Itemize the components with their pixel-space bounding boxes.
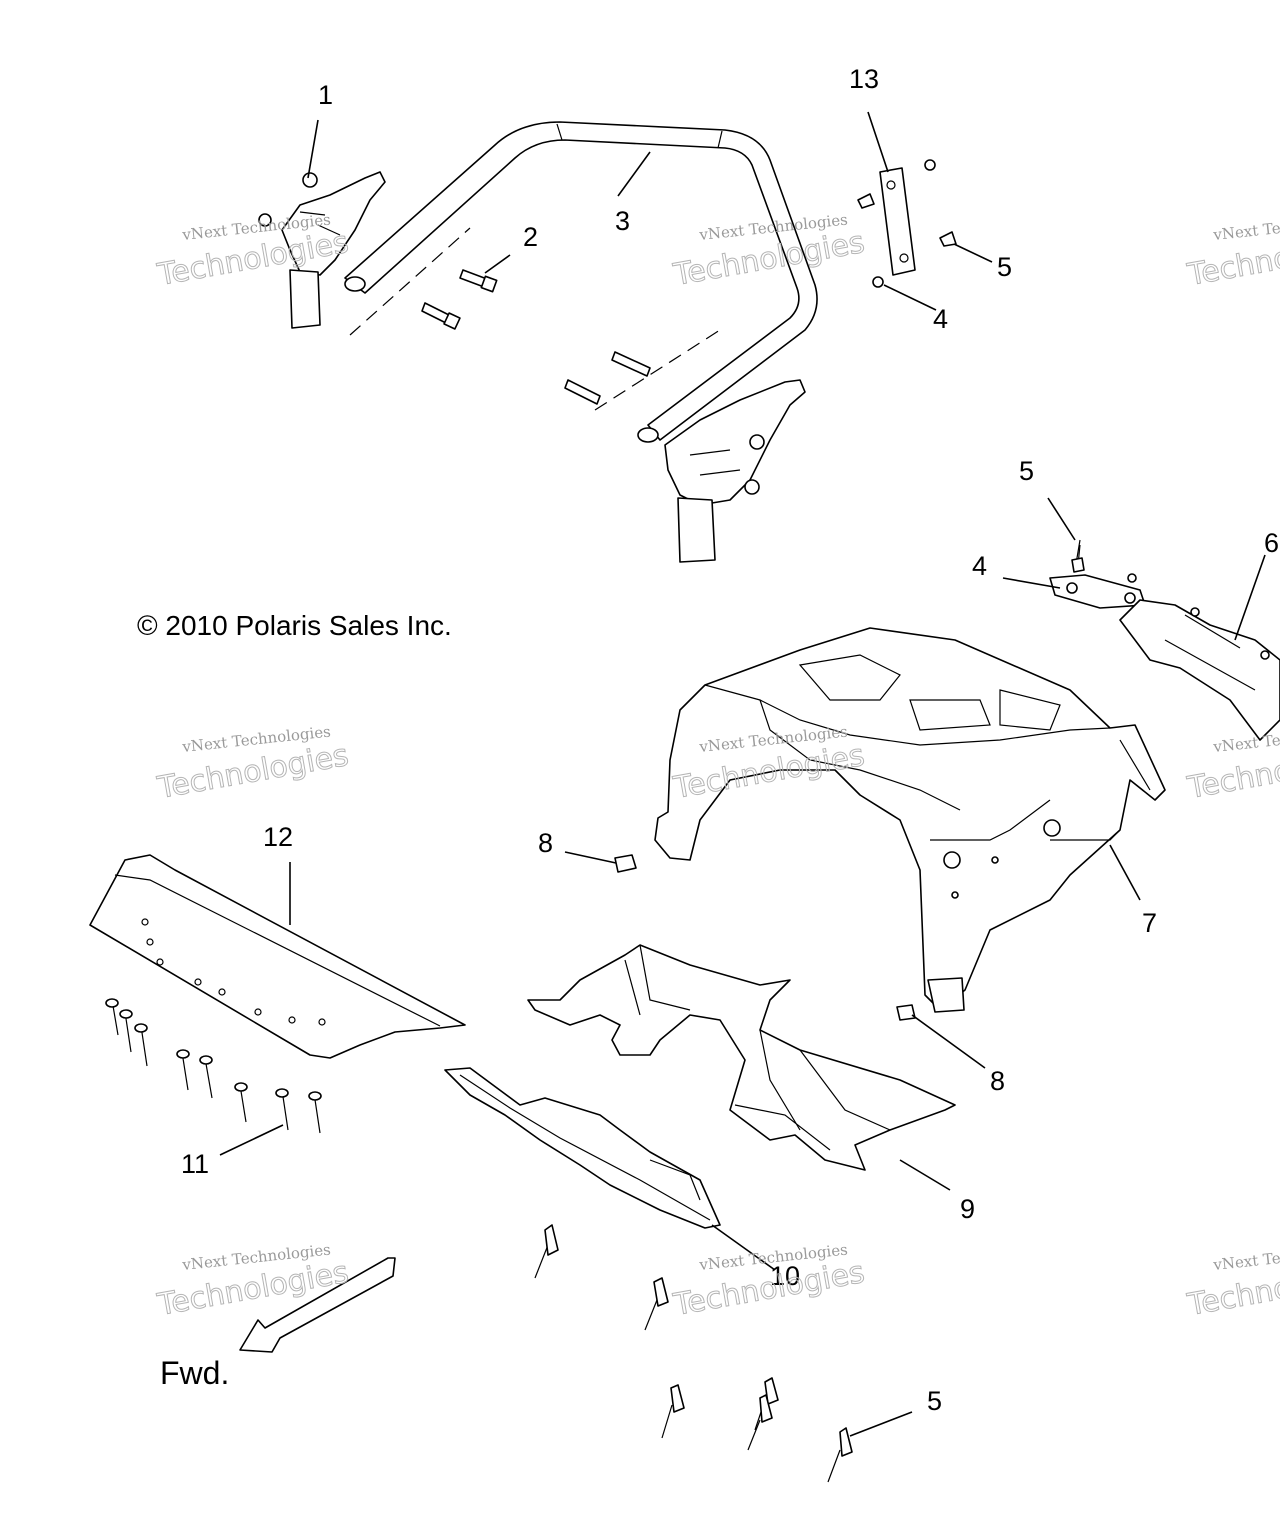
center-shield-item-9 bbox=[527, 944, 956, 1171]
callout-6: 6 bbox=[1264, 528, 1279, 558]
nut-item-1 bbox=[302, 172, 318, 188]
callout-7: 7 bbox=[1142, 908, 1157, 938]
callout-5-top: 5 bbox=[997, 252, 1012, 282]
forward-label: Fwd. bbox=[160, 1355, 229, 1391]
watermark-bottom-center: vNext Technologies Technologies bbox=[670, 1241, 868, 1324]
callout-11: 11 bbox=[181, 1149, 209, 1179]
callout-5-bottom: 5 bbox=[927, 1386, 942, 1416]
rivets-item-11 bbox=[105, 998, 322, 1134]
side-panel-item-6 bbox=[1119, 599, 1280, 741]
watermark-top-center: vNext Technologies Technologies bbox=[670, 211, 868, 294]
callout-9: 9 bbox=[960, 1194, 975, 1224]
skid-plate-item-12 bbox=[89, 854, 466, 1059]
rivets-lower bbox=[534, 544, 1085, 1483]
watermark-bottom-right: vNext Technologies Technologies bbox=[1184, 1241, 1280, 1324]
copyright-text: © 2010 Polaris Sales Inc. bbox=[137, 610, 452, 641]
watermark-top-right: vNext Technologies Technologies bbox=[1184, 211, 1280, 294]
callout-12: 12 bbox=[263, 822, 293, 852]
callout-4-top: 4 bbox=[933, 304, 948, 334]
rear-fender-item-7 bbox=[654, 627, 1166, 1013]
tube-end-left bbox=[344, 276, 366, 292]
watermark-top-left: vNext Technologies Technologies bbox=[154, 211, 352, 294]
callout-labels: 1 2 3 13 5 4 5 4 6 7 8 8 12 11 9 10 5 bbox=[181, 64, 1279, 1416]
callout-8-left: 8 bbox=[538, 828, 553, 858]
callout-5-right: 5 bbox=[1019, 456, 1034, 486]
strap-item-13 bbox=[857, 159, 957, 288]
watermark-mid-left: vNext Technologies Technologies bbox=[154, 723, 352, 807]
mounting-plate-item-4 bbox=[1049, 539, 1146, 609]
roll-bar-assembly bbox=[258, 121, 818, 563]
right-mount-post bbox=[677, 497, 716, 563]
watermark-mid-right: vNext Technologies Technologies bbox=[1184, 723, 1280, 807]
callout-10: 10 bbox=[770, 1261, 800, 1291]
tube-end-right bbox=[637, 427, 659, 443]
bolt-item-2 bbox=[421, 269, 651, 405]
right-mount-bracket bbox=[664, 379, 806, 506]
lower-panel-item-10 bbox=[444, 1067, 721, 1229]
leader-lines bbox=[219, 111, 1266, 1437]
svg-text:vNext Technologies: vNext Technologies bbox=[1212, 211, 1280, 245]
callout-2: 2 bbox=[523, 222, 538, 252]
left-mount-post bbox=[289, 269, 321, 329]
forward-arrow bbox=[239, 1257, 396, 1353]
callout-8-right: 8 bbox=[990, 1066, 1005, 1096]
callout-3: 3 bbox=[615, 206, 630, 236]
svg-text:vNext Technologies: vNext Technologies bbox=[1212, 1241, 1280, 1275]
callout-13: 13 bbox=[849, 64, 879, 94]
callout-4-right: 4 bbox=[972, 551, 987, 581]
callout-1: 1 bbox=[318, 80, 333, 110]
